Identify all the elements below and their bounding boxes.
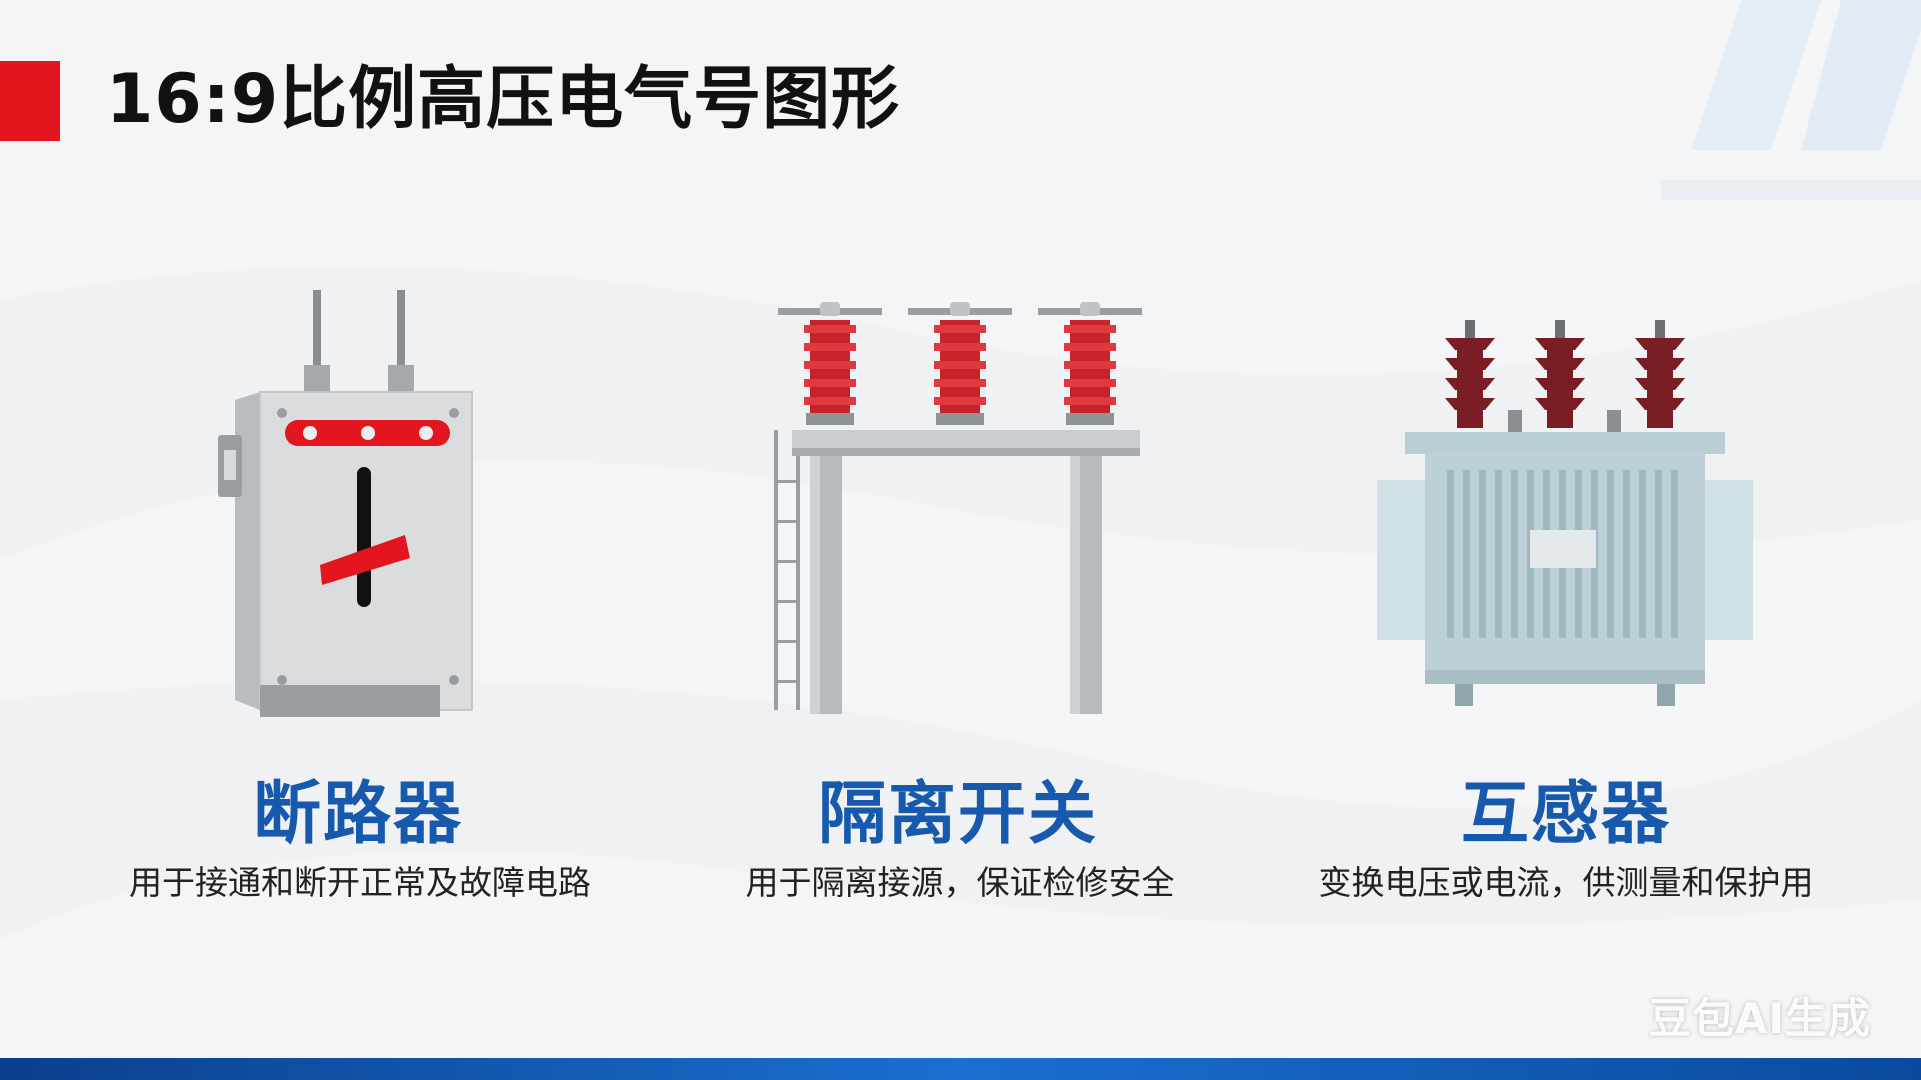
- disconnect-switch-icon: [774, 302, 1142, 714]
- ai-generated-watermark: 豆包AI生成: [1648, 994, 1871, 1043]
- title-bar: 16:9比例高压电气号图形: [0, 55, 1000, 145]
- device-desc-disconnect-switch: 用于隔离接源，保证检修安全: [745, 863, 1175, 902]
- device-name-circuit-breaker: 断路器: [252, 775, 463, 854]
- device-name-transformer: 互感器: [1460, 775, 1671, 854]
- device-desc-circuit-breaker: 用于接通和断开正常及故障电路: [129, 863, 591, 902]
- bottom-accent-bar: [0, 1058, 1921, 1080]
- device-name-disconnect-switch: 隔离开关: [817, 775, 1098, 854]
- device-desc-transformer: 变换电压或电流，供测量和保护用: [1318, 863, 1814, 902]
- circuit-breaker-icon: [218, 290, 473, 717]
- title-accent-bar: [0, 61, 60, 141]
- transformer-icon: [1377, 320, 1753, 706]
- slide-title: 16:9比例高压电气号图形: [106, 60, 901, 139]
- corner-decoration: [1661, 0, 1921, 200]
